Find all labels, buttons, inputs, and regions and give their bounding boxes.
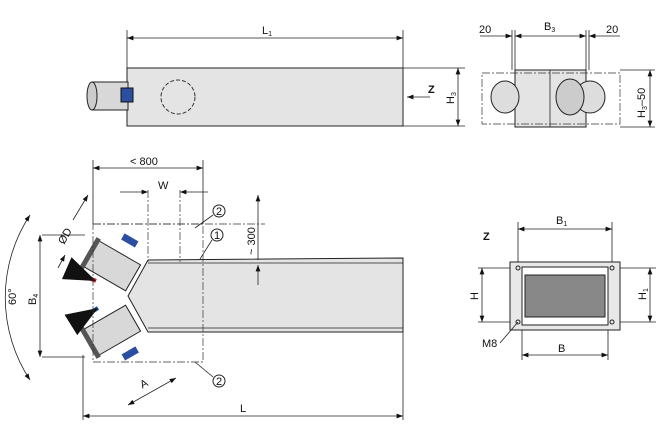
clamp-icon [121,233,139,248]
dim-L1: L1 [262,25,272,38]
callout-1: 1 [214,230,220,242]
dim-H: H [469,292,481,300]
callout-2-bottom: 2 [216,376,222,388]
dim-20-right: 20 [606,24,618,36]
dim-A: A [138,377,151,391]
dim-L: L [240,403,246,415]
bolt-M8-label: M8 [482,338,497,350]
dim-H3: H3 [445,92,458,104]
end-view: 20 B3 20 H3–50 [479,21,655,128]
dim-B3: B3 [544,21,555,34]
dim-H3-50: H3–50 [636,88,649,118]
inflow-arrow-hot-icon [61,257,97,283]
clamp-icon [121,346,139,361]
view-z-marker: Z [428,84,435,96]
view-z-label: Z [483,231,490,243]
dim-W: W [158,180,169,192]
dim-B: B [558,343,565,355]
main-view: < 800 W ~ 300 2 1 2 B4 60° ØD A L [4,156,404,420]
inflow-arrow-cold-icon [64,306,100,336]
top-view: L1 Z H3 [86,25,465,127]
clamp-icon [120,87,134,103]
dim-diameter-D: ØD [56,226,75,246]
dim-H1: H1 [637,288,650,300]
dim-lt800: < 800 [130,156,158,168]
dim-B1: B1 [556,215,567,228]
dim-20-left: 20 [479,24,491,36]
duct-body-top [126,67,404,127]
dim-B4: B4 [27,294,40,305]
dim-approx-300: ~ 300 [246,227,258,255]
callout-2-top: 2 [216,206,222,218]
dim-60-degrees: 60° [7,288,19,305]
flange-view: Z B1 H H1 B M8 [469,215,656,360]
